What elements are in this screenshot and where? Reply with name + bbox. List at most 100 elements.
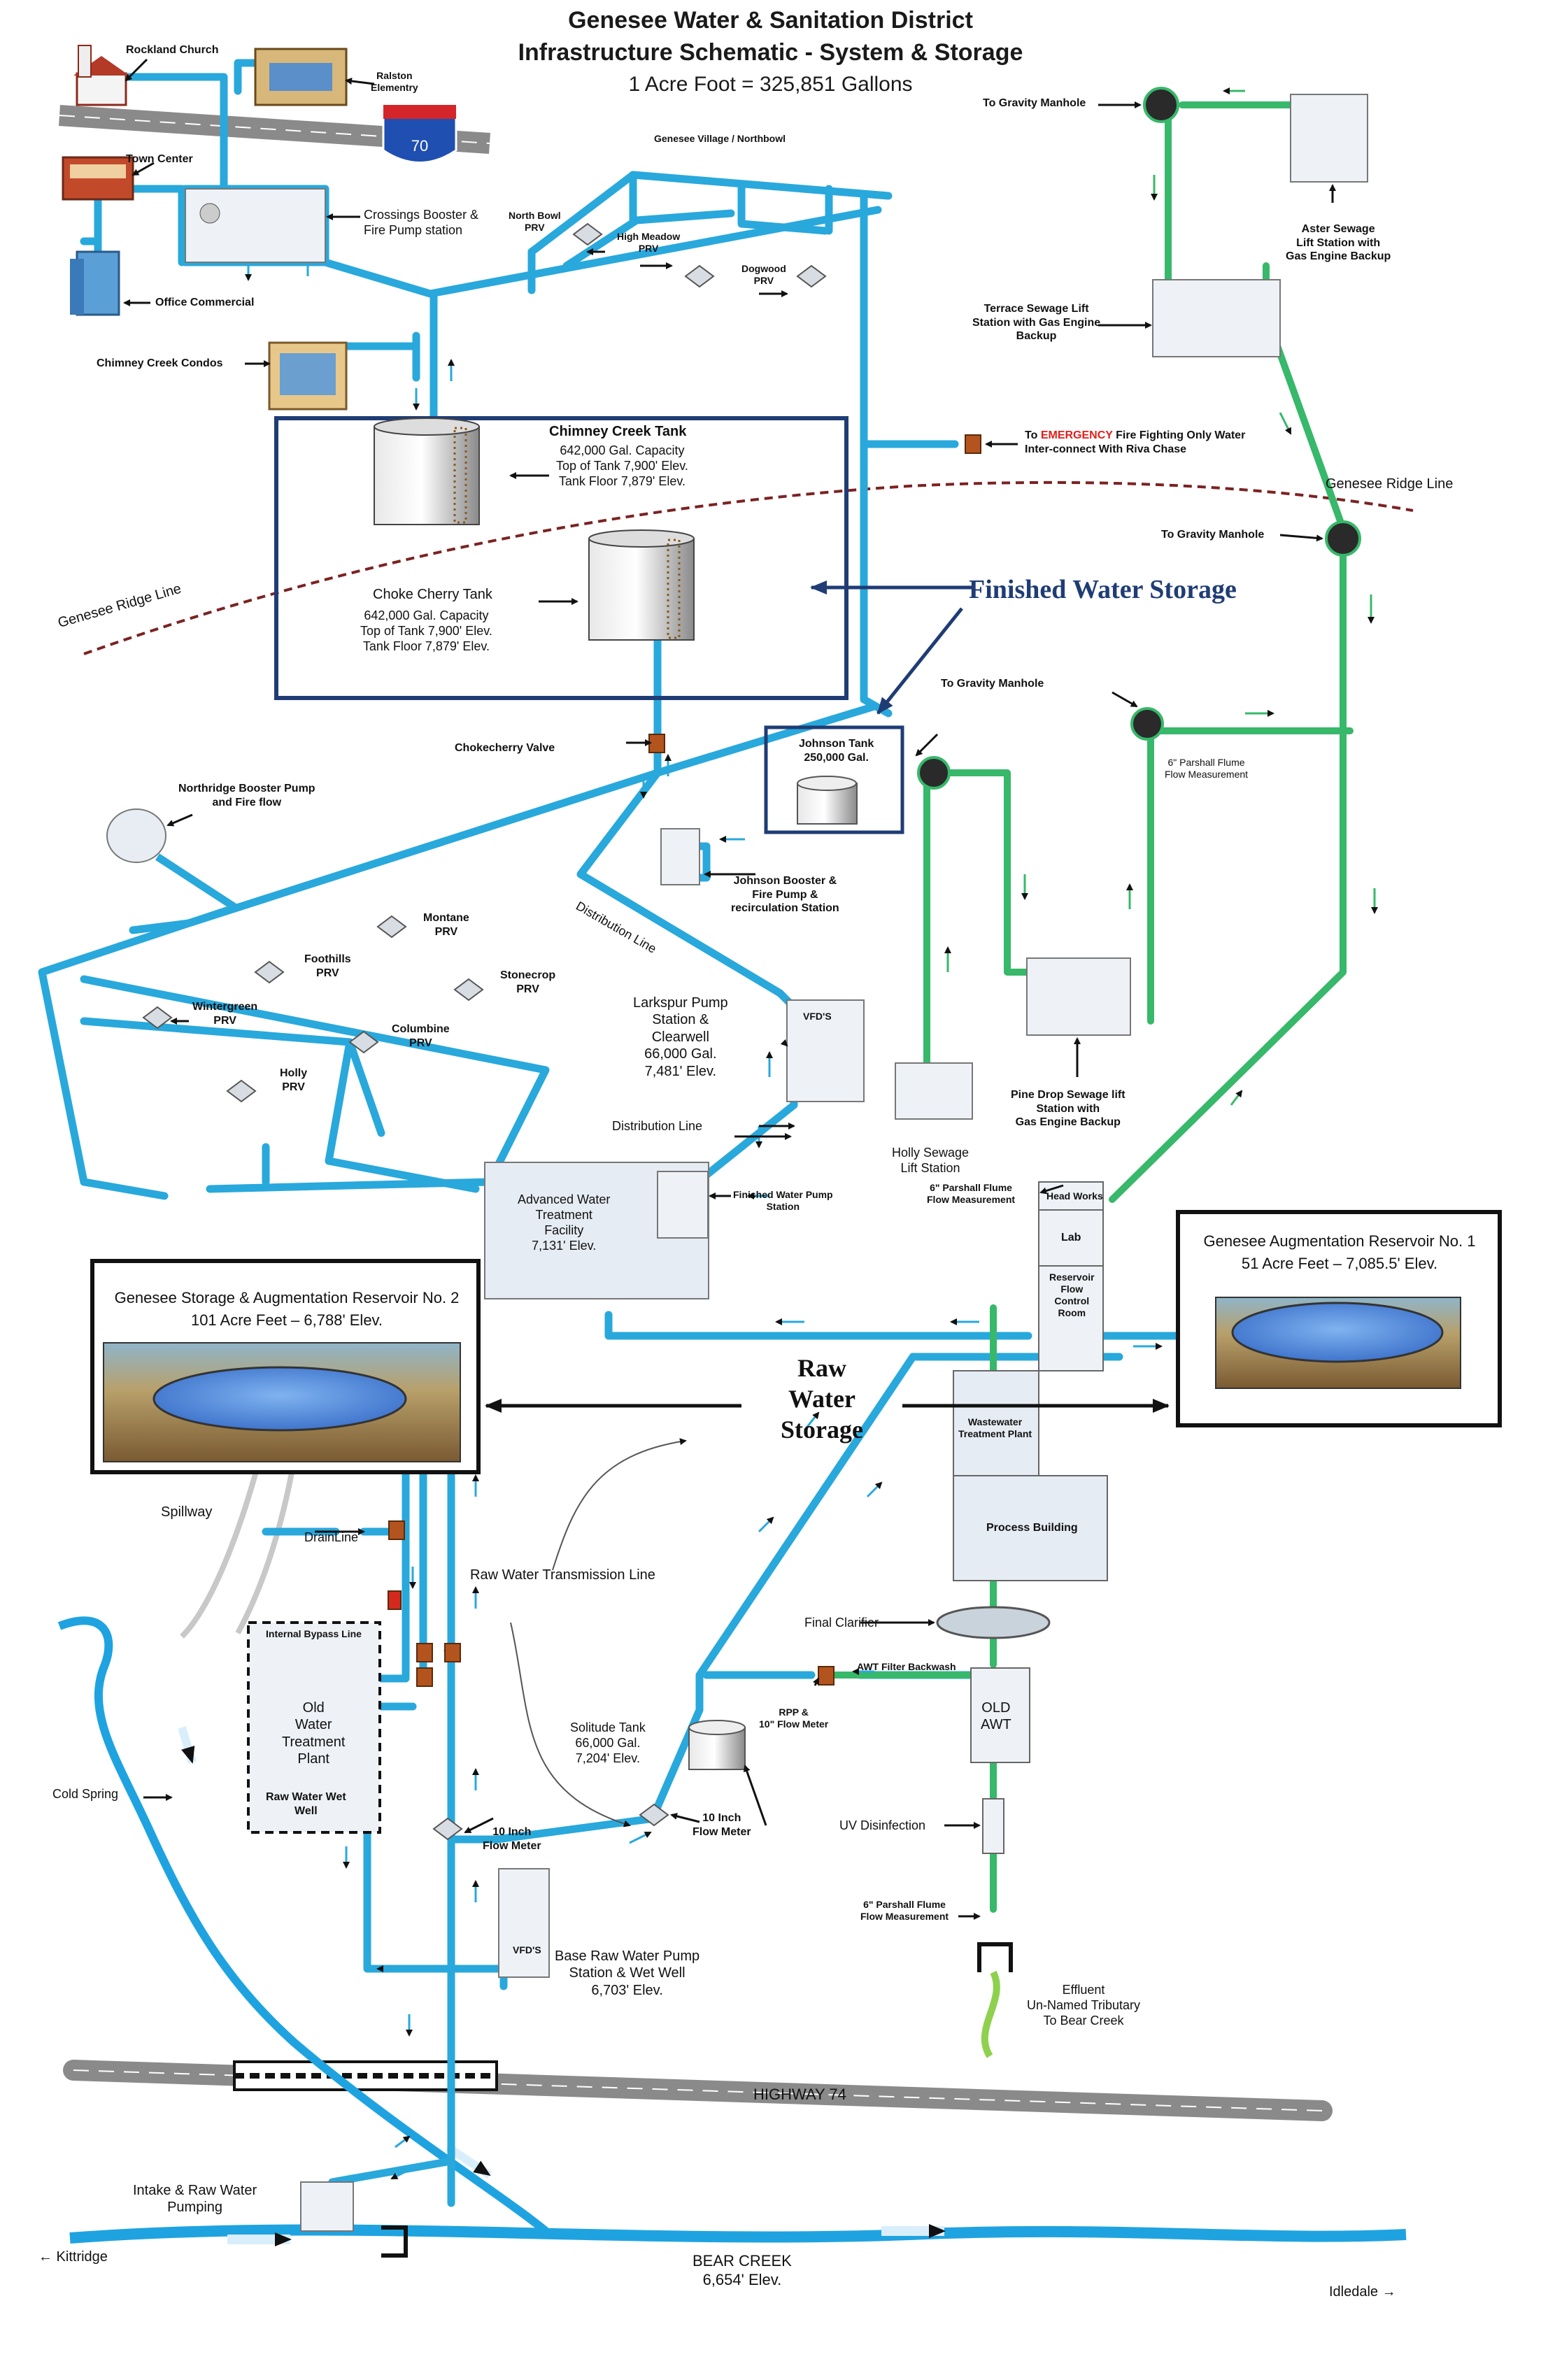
effluent-tributary — [981, 1970, 1000, 2058]
chimney-creek-condos-icon — [268, 341, 348, 411]
label-chimney-creek-condos: Chimney Creek Condos — [97, 357, 223, 369]
terrace-lift-station — [1152, 279, 1281, 357]
label-high-meadow-prv: High Meadow PRV — [617, 231, 681, 255]
holly-lift-station — [895, 1062, 973, 1120]
base-raw-pump-station — [498, 1868, 550, 1978]
label-stonecrop-prv: Stonecrop PRV — [500, 969, 556, 995]
label-vfds-base: VFD'S — [513, 1944, 541, 1955]
label-idledale: Idledale → — [1329, 2284, 1396, 2300]
bear-creek-stream — [69, 2224, 1407, 2246]
label-raw-water-transmission-line: Raw Water Transmission Line — [470, 1567, 655, 1583]
label-effluent: Effluent Un-Named Tributary To Bear Cree… — [1027, 1983, 1141, 2028]
label-office-commercial: Office Commercial — [155, 297, 255, 308]
label-uv-disinfection: UV Disinfection — [839, 1818, 926, 1832]
label-ralston-elementary: Ralston Elementry — [371, 70, 418, 94]
label-spillway: Spillway — [161, 1504, 213, 1520]
label-parshall-flume-bottom: 6" Parshall Flume Flow Measurement — [860, 1899, 949, 1923]
label-to-gravity-manhole-3: To Gravity Manhole — [941, 678, 1044, 690]
final-clarifier-icon — [936, 1606, 1051, 1639]
raw-transmission-pointer-2 — [510, 1622, 631, 1827]
label-holly-prv: Holly PRV — [280, 1067, 308, 1093]
label-drainline: DrainLine — [304, 1530, 359, 1544]
label-holly-sewage: Holly Sewage Lift Station — [892, 1146, 970, 1175]
augmentation-reservoir-1-box — [1176, 1210, 1502, 1427]
label-montane-prv: Montane PRV — [423, 912, 469, 938]
label-intake-raw-water-pumping: Intake & Raw Water Pumping — [133, 2183, 257, 2216]
label-rockland-church: Rockland Church — [126, 44, 219, 56]
prv-valve-icons — [142, 222, 827, 1841]
label-to-gravity-manhole-1: To Gravity Manhole — [983, 97, 1086, 109]
label-raw-water-wet-well: Raw Water Wet Well — [266, 1791, 346, 1817]
intake-pump-station — [300, 2181, 354, 2232]
emergency-word: EMERGENCY — [1040, 429, 1113, 441]
augmentation-reservoir-2-box — [90, 1259, 481, 1474]
label-vfds-larkspur: VFD'S — [803, 1011, 832, 1022]
label-choke-cherry-tank-detail: 642,000 Gal. Capacity Top of Tank 7,900'… — [360, 608, 492, 653]
old-water-treatment-plant-box — [247, 1621, 381, 1834]
label-to-gravity-manhole-2: To Gravity Manhole — [1161, 529, 1265, 541]
northridge-booster-icon — [106, 808, 241, 913]
sewer-flow-arrows — [944, 87, 1378, 1106]
chimney-creek-tank-icon — [374, 418, 480, 525]
spillway-channel — [180, 1460, 262, 1639]
label-augmentation-reservoir-2-detail: 101 Acre Feet – 6,788' Elev. — [190, 1311, 383, 1329]
office-commercial-icon — [70, 250, 120, 316]
solitude-tank-icon — [688, 1720, 746, 1770]
label-wintergreen-prv: Wintergreen PRV — [192, 1001, 258, 1027]
label-genesee-village: Genesee Village / Northbowl — [654, 133, 786, 144]
label-emergency-interconnect: To EMERGENCY Fire Fighting Only Water In… — [1025, 429, 1245, 456]
label-northridge-booster: Northridge Booster Pump and Fire flow — [178, 783, 315, 808]
advanced-water-treatment-building — [484, 1162, 709, 1299]
highway-bridge — [233, 2060, 498, 2091]
label-north-bowl-prv: North Bowl PRV — [509, 210, 561, 234]
label-augmentation-reservoir-2: Genesee Storage & Augmentation Reservoir… — [114, 1289, 460, 1306]
label-kittridge: ← Kittridge — [38, 2249, 108, 2265]
label-foothills-prv: Foothills PRV — [304, 953, 351, 979]
label-larkspur-pump-station: Larkspur Pump Station & Clearwell 66,000… — [633, 995, 728, 1079]
interstate-70-shield-icon — [382, 105, 457, 164]
label-solitude-tank: Solitude Tank 66,000 Gal. 7,204' Elev. — [570, 1720, 646, 1765]
label-augmentation-reservoir-1-detail: 51 Acre Feet – 7,085.5' Elev. — [1241, 1255, 1438, 1272]
johnson-booster-station — [660, 828, 700, 885]
label-columbine-prv: Columbine PRV — [392, 1023, 450, 1049]
ralston-school-icon — [254, 48, 348, 106]
label-distribution-line: Distribution Line — [612, 1119, 703, 1133]
label-bear-creek: BEAR CREEK 6,654' Elev. — [693, 2252, 792, 2288]
town-center-icon — [62, 156, 134, 201]
emergency-prefix: To — [1025, 429, 1041, 441]
label-aster-sewage: Aster Sewage Lift Station with Gas Engin… — [1286, 223, 1391, 263]
label-raw-water-storage: Raw Water Storage — [781, 1354, 863, 1444]
label-wastewater-treatment-plant: Wastewater Treatment Plant — [958, 1416, 1032, 1440]
pine-drop-lift-station — [1026, 957, 1131, 1036]
label-base-raw-water-pump: Base Raw Water Pump Station & Wet Well 6… — [555, 1948, 700, 1998]
label-augmentation-reservoir-1: Genesee Augmentation Reservoir No. 1 — [1203, 1232, 1476, 1250]
johnson-tank-box — [764, 725, 904, 834]
larkspur-pump-station — [786, 999, 865, 1102]
label-reservoir-flow-control: Reservoir Flow Control Room — [1049, 1271, 1095, 1319]
spillway-channel-2 — [235, 1461, 297, 1634]
label-choke-cherry-tank: Choke Cherry Tank — [373, 587, 492, 602]
label-genesee-ridge-line-right: Genesee Ridge Line — [1326, 476, 1454, 492]
label-parshall-flume-mid: 6" Parshall Flume Flow Measurement — [927, 1182, 1016, 1206]
label-internal-bypass-line: Internal Bypass Line — [266, 1628, 362, 1639]
genesee-ridge-line — [83, 480, 1414, 655]
emergency-suffix: Fire Fighting Only Water Inter-connect W… — [1025, 429, 1246, 455]
label-chokecherry-valve: Chokecherry Valve — [455, 742, 555, 754]
label-crossings-booster: Crossings Booster & Fire Pump station — [364, 208, 479, 237]
label-dogwood-prv: Dogwood PRV — [741, 263, 786, 287]
label-terrace-sewage: Terrace Sewage Lift Station with Gas Eng… — [972, 303, 1101, 343]
label-process-building: Process Building — [986, 1522, 1078, 1534]
finished-water-storage-box — [274, 416, 848, 700]
intake-bracket — [381, 2225, 408, 2258]
crossings-booster-station — [185, 188, 326, 263]
label-awt-filter-backwash: AWT Filter Backwash — [857, 1661, 956, 1672]
johnson-tank-icon — [797, 776, 858, 825]
label-johnson-booster: Johnson Booster & Fire Pump & recirculat… — [731, 875, 839, 915]
label-pointers — [123, 58, 1336, 1920]
label-town-center: Town Center — [126, 153, 193, 165]
label-rpp-flow-meter: RPP & 10" Flow Meter — [759, 1706, 829, 1730]
wastewater-complex — [953, 1181, 1108, 1854]
label-cold-spring: Cold Spring — [52, 1787, 119, 1801]
label-old-awt: OLD AWT — [981, 1700, 1011, 1733]
label-chimney-creek-tank: Chimney Creek Tank — [549, 424, 687, 439]
